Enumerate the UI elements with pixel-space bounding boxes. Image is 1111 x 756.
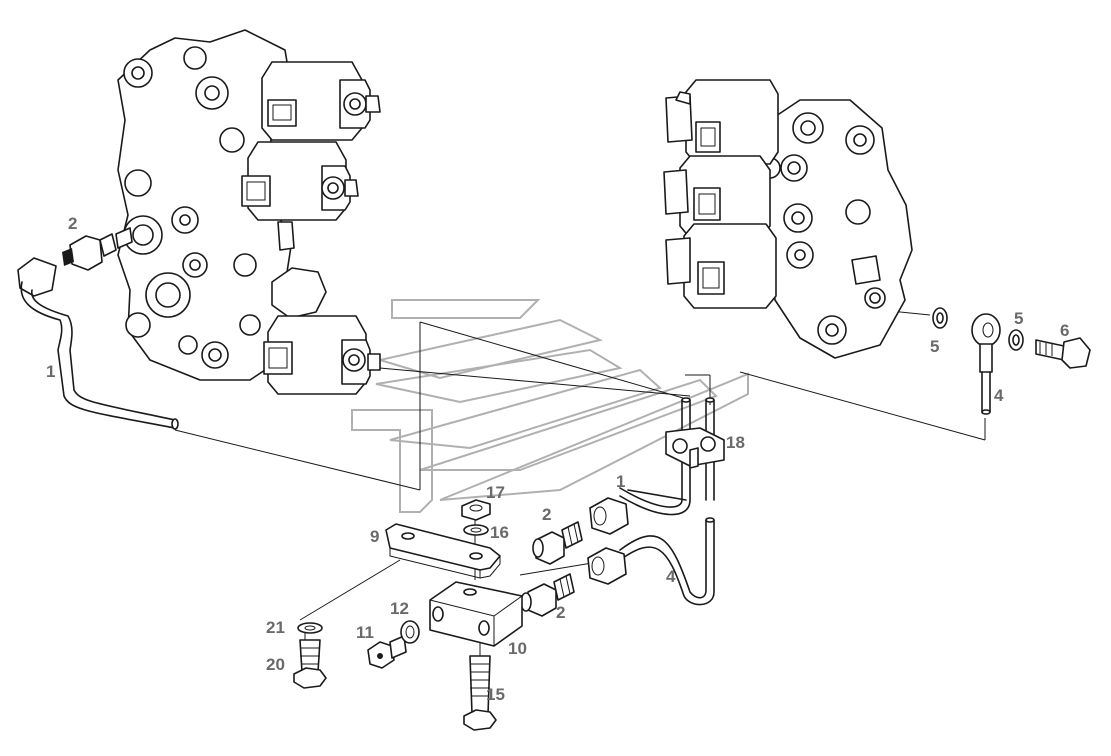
label-2-lower: 2 [556,603,565,622]
bracket-plate-9 [385,523,501,579]
nut-17 [461,499,491,521]
block-10 [429,581,523,647]
bolt-6 [1035,337,1091,369]
label-11: 11 [356,623,374,642]
label-16: 16 [490,523,509,542]
label-12: 12 [390,599,409,618]
washer-21 [297,622,323,634]
label-2-left: 2 [68,214,77,233]
label-5-left: 5 [930,337,939,356]
pipe-1-left [17,257,179,430]
right-solenoid-bottom [665,223,777,309]
left-solenoid-bottom [263,315,381,395]
banjo-fitting-4 [971,313,1001,415]
screw-20 [293,639,327,689]
fitting-2-upper [532,521,583,565]
label-1-left: 1 [46,362,55,381]
label-4-right: 4 [994,386,1004,405]
plug-11 [367,635,407,669]
label-10: 10 [508,639,527,658]
washer-5-right [1008,329,1024,351]
callout-labels: 2 1 5 5 6 4 18 1 17 16 2 9 4 2 12 21 11 … [46,214,1069,704]
label-5-right: 5 [1014,309,1023,328]
label-9: 9 [370,527,379,546]
left-solenoid-top [261,61,381,141]
label-2-upper: 2 [542,505,551,524]
left-valve-block [117,29,327,381]
label-1-right: 1 [616,472,625,491]
label-21: 21 [266,618,285,637]
washer-12 [400,620,420,644]
right-valve-block [759,99,913,359]
screw-15 [463,655,497,731]
fitting-2-lower [520,573,575,617]
washer-16 [463,524,489,536]
left-solenoid-middle [241,141,359,221]
label-15: 15 [486,685,505,704]
watermark-logo [351,299,749,513]
pipe-nut-lower [587,547,627,585]
label-18: 18 [726,433,745,452]
fitting-2-left [62,227,133,271]
label-6: 6 [1060,321,1069,340]
label-4-lower: 4 [666,567,676,586]
right-solenoid-top [665,79,779,165]
pipe-nut-upper [589,497,629,535]
right-solenoid-middle [663,155,771,239]
label-20: 20 [266,655,285,674]
washer-5-left [932,307,948,329]
clamp-18 [665,427,725,469]
label-17: 17 [486,483,505,502]
